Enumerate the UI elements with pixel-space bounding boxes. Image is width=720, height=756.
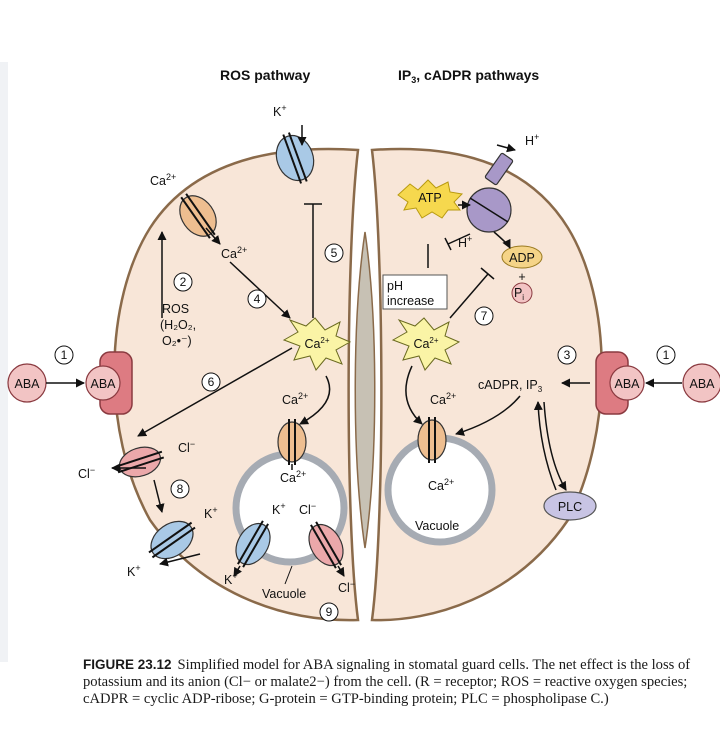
svg-text:7: 7 bbox=[481, 309, 488, 323]
svg-text:increase: increase bbox=[387, 294, 434, 308]
caption-text: Simplified model for ABA signaling in st… bbox=[83, 657, 691, 707]
pi-circle: Pi bbox=[511, 282, 533, 304]
cl-ion-released: Cl− bbox=[338, 579, 355, 595]
step-1-right: 1 bbox=[656, 345, 676, 365]
cl-ion-vacuole: Cl− bbox=[299, 501, 316, 517]
atp-burst-icon: ATP bbox=[397, 179, 464, 219]
step-1-left: 1 bbox=[54, 345, 74, 365]
ca-ion-cytosol-left: Ca2+ bbox=[282, 391, 308, 407]
step-7: 7 bbox=[474, 306, 494, 326]
k-ion-top: K+ bbox=[273, 103, 287, 119]
svg-text:3: 3 bbox=[564, 348, 571, 362]
h-ion-inside: H+ bbox=[458, 234, 472, 250]
svg-text:ABA: ABA bbox=[14, 377, 40, 391]
svg-text:Pi: Pi bbox=[514, 286, 524, 302]
adp-plus-sign: + bbox=[518, 270, 525, 284]
pathway-arrows bbox=[46, 125, 682, 577]
k-channel-plasma-membrane bbox=[148, 520, 196, 560]
svg-text:5: 5 bbox=[331, 246, 338, 260]
svg-text:O₂•⁻): O₂•⁻) bbox=[162, 334, 192, 348]
cadpr-ip3-label: cADPR, IP3 bbox=[478, 378, 543, 394]
cl-ion-outside: Cl− bbox=[78, 465, 95, 481]
stomatal-pore bbox=[354, 231, 376, 549]
svg-text:ABA: ABA bbox=[689, 377, 715, 391]
k-ion-vacuole: K+ bbox=[272, 501, 286, 517]
svg-text:Ca2+: Ca2+ bbox=[304, 336, 329, 351]
svg-text:ROS: ROS bbox=[162, 302, 189, 316]
ca-ion-outside: Ca2+ bbox=[150, 172, 176, 188]
cytosolic-ca-burst-left: Ca2+ bbox=[282, 317, 352, 371]
ph-increase-box: pH increase bbox=[382, 274, 448, 310]
svg-text:Ca2+: Ca2+ bbox=[413, 336, 438, 351]
svg-text:6: 6 bbox=[208, 375, 215, 389]
svg-text:2: 2 bbox=[180, 275, 187, 289]
ca-channel-plasma-membrane bbox=[179, 193, 217, 239]
svg-text:pH: pH bbox=[387, 279, 403, 293]
ros-pathway-header: ROS pathway bbox=[220, 67, 310, 83]
svg-text:9: 9 bbox=[326, 605, 333, 619]
cl-ion-inside: Cl− bbox=[178, 439, 195, 455]
step-2: 2 bbox=[173, 272, 193, 292]
svg-text:ADP: ADP bbox=[509, 251, 535, 265]
svg-text:1: 1 bbox=[61, 348, 68, 362]
step-4: 4 bbox=[247, 289, 267, 309]
left-edge-strip bbox=[0, 62, 8, 662]
ca-channel-left-vacuole bbox=[277, 419, 307, 465]
ca-ion-inside: Ca2+ bbox=[221, 245, 247, 261]
svg-text:ABA: ABA bbox=[614, 377, 640, 391]
plc-enzyme: PLC bbox=[543, 491, 597, 521]
ca-ion-vacuole-right: Ca2+ bbox=[428, 477, 454, 493]
step-markers: 1 2 3 4 5 6 7 8 9 1 bbox=[54, 243, 676, 622]
step-6: 6 bbox=[201, 372, 221, 392]
svg-text:4: 4 bbox=[254, 292, 261, 306]
cytosolic-ca-burst-right: Ca2+ bbox=[391, 317, 461, 371]
figure-label: FIGURE 23.12 bbox=[83, 657, 172, 672]
h-atpase-pump bbox=[466, 152, 514, 233]
aba-molecule-outside-left: ABA bbox=[7, 363, 47, 403]
svg-text:PLC: PLC bbox=[558, 500, 582, 514]
cl-channel-plasma-membrane bbox=[115, 446, 165, 478]
h-ion-outside: H+ bbox=[525, 132, 539, 148]
step-9: 9 bbox=[319, 602, 339, 622]
ca-ion-cytosol-right: Ca2+ bbox=[430, 391, 456, 407]
left-vacuole-label: Vacuole bbox=[262, 587, 306, 601]
ca-channel-right-vacuole bbox=[417, 417, 447, 463]
ip3-cadpr-header: IP3, cADPR pathways bbox=[398, 67, 539, 85]
step-8: 8 bbox=[170, 479, 190, 499]
k-ion-released: K+ bbox=[224, 571, 238, 587]
k-channel-top bbox=[275, 132, 315, 184]
svg-text:8: 8 bbox=[177, 482, 184, 496]
ros-label: ROS (H₂O₂, O₂•⁻) bbox=[160, 302, 196, 348]
step-3: 3 bbox=[557, 345, 577, 365]
k-ion-outside: K+ bbox=[127, 563, 141, 579]
right-vacuole-label: Vacuole bbox=[415, 519, 459, 533]
aba-molecule-bound-right: ABA bbox=[609, 365, 645, 401]
step-5: 5 bbox=[324, 243, 344, 263]
vacuole-leader-line bbox=[284, 565, 293, 585]
ca-ion-vacuole-left: Ca2+ bbox=[280, 469, 306, 485]
k-channel-vacuole bbox=[235, 520, 271, 568]
k-ion-inside: K+ bbox=[204, 505, 218, 521]
atp-label: ATP bbox=[418, 191, 441, 205]
cl-channel-vacuole bbox=[308, 521, 344, 569]
svg-text:(H₂O₂,: (H₂O₂, bbox=[160, 318, 196, 332]
aba-molecule-outside-right: ABA bbox=[682, 363, 720, 403]
adp-oval: ADP bbox=[501, 245, 543, 269]
svg-text:1: 1 bbox=[663, 348, 670, 362]
aba-molecule-bound-left: ABA bbox=[85, 365, 121, 401]
svg-text:ABA: ABA bbox=[90, 377, 116, 391]
